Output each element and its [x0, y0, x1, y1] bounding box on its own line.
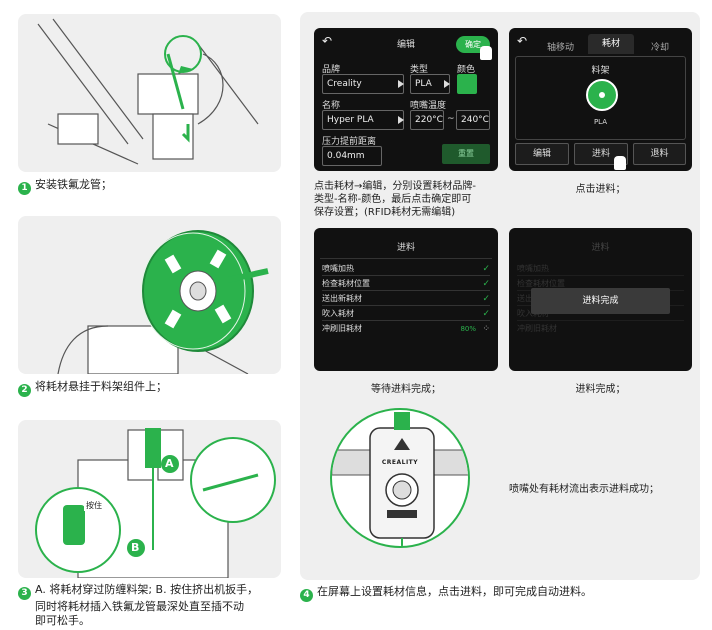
nozzle-caption: 喷嘴处有耗材流出表示进料成功； — [509, 484, 659, 495]
hand-pointer-icon — [614, 156, 626, 170]
progress-percent: 80% — [460, 325, 476, 333]
pressure-field[interactable]: 0.04mm — [322, 146, 382, 166]
press-label: 按住 — [84, 500, 104, 511]
creality-logo-text: CREALITY — [381, 459, 419, 466]
illustration-insert-filament: A B 按住 — [18, 420, 281, 578]
spool-icon[interactable] — [586, 79, 618, 111]
load-complete-popup[interactable]: 进料完成 — [531, 288, 670, 314]
illustration-install-ptfe-tube — [18, 14, 281, 172]
step-number-badge: 3 — [18, 586, 31, 600]
extruder-illustration — [35, 428, 276, 578]
brand-field[interactable]: Creality — [322, 74, 404, 94]
caption-progress: 等待进料完成； — [371, 384, 441, 395]
color-label: 颜色 — [457, 65, 476, 75]
type-arrow-icon[interactable] — [444, 80, 450, 88]
progress-row-check: 检查耗材位置✓ — [322, 279, 490, 291]
progress-title: 进料 — [396, 243, 415, 253]
step-number-badge: 4 — [300, 588, 313, 602]
caption-filament: 点击进料； — [575, 184, 626, 195]
temp-label: 喷嘴温度 — [410, 101, 447, 111]
temp-max-field[interactable]: 240°C — [456, 110, 490, 130]
progress-row-heat: 喷嘴加热✓ — [322, 264, 490, 276]
edit-button[interactable]: 编辑 — [515, 143, 569, 165]
tab-axis-move[interactable]: 轴移动 — [547, 43, 575, 53]
done-title: 进料 — [591, 243, 610, 253]
label-a: A — [165, 457, 174, 470]
temp-min-field[interactable]: 220°C — [410, 110, 444, 130]
unload-button[interactable]: 退料 — [633, 143, 686, 165]
illustration-hang-spool — [18, 216, 281, 374]
back-icon[interactable]: ↶ — [517, 34, 528, 48]
step-number-badge: 1 — [18, 181, 31, 195]
reset-button[interactable]: 重置 — [442, 144, 490, 164]
name-field[interactable]: Hyper PLA — [322, 110, 404, 130]
check-icon: ✓ — [482, 294, 490, 304]
progress-row-blow: 吹入耗材✓ — [322, 309, 490, 321]
color-swatch[interactable] — [457, 74, 477, 94]
spool-label: PLA — [593, 118, 608, 126]
name-label: 名称 — [322, 101, 341, 111]
check-icon: ✓ — [482, 309, 490, 319]
check-icon: ✓ — [482, 279, 490, 289]
brand-label: 品牌 — [322, 65, 341, 75]
progress-row-feed: 送出新耗材✓ — [322, 294, 490, 306]
step-number-badge: 2 — [18, 383, 31, 397]
rack-label: 料架 — [591, 66, 610, 76]
name-arrow-icon[interactable] — [398, 116, 404, 124]
label-b: B — [131, 541, 140, 554]
label-a-marker — [161, 455, 179, 473]
extruder-head-drawing — [332, 412, 468, 546]
pressure-label: 压力提前距离 — [322, 137, 377, 147]
spinner-icon: ⁘ — [482, 324, 490, 334]
caption-edit: 点击耗材→编辑，分别设置耗材品牌- 类型-名称-颜色，最后点击确定即可 保存设置… — [314, 181, 476, 218]
hand-pointer-icon — [480, 46, 492, 60]
spool-illustration — [57, 230, 269, 374]
screen-load-complete: 进料 喷嘴加热 检查耗材位置 送出新耗材 吹入耗材 冲刷旧耗材 进料完成 — [509, 228, 692, 371]
screen-filament: ↶ 轴移动 耗材 冷却 料架 PLA 编辑 进料 退料 — [509, 28, 692, 171]
nozzle-illustration: CREALITY — [330, 408, 470, 548]
label-b-marker — [127, 539, 145, 557]
type-label: 类型 — [410, 65, 429, 75]
brand-arrow-icon[interactable] — [398, 80, 404, 88]
back-icon[interactable]: ↶ — [322, 34, 333, 48]
screen-edit-filament: ↶ 编辑 确定 品牌 Creality 类型 PLA 颜色 名称 Hyper P… — [314, 28, 498, 171]
temp-separator: ~ — [447, 114, 455, 124]
edit-title: 编辑 — [396, 40, 415, 50]
done-row-heat: 喷嘴加热 — [517, 262, 684, 276]
check-icon: ✓ — [482, 264, 490, 274]
tab-cooling[interactable]: 冷却 — [651, 43, 670, 53]
tab-filament[interactable]: 耗材 — [588, 34, 634, 54]
printer-top-illustration — [37, 18, 259, 165]
rack-box: 料架 PLA — [515, 56, 686, 140]
done-row-purge: 冲刷旧耗材 — [517, 324, 557, 333]
caption-done: 进料完成； — [575, 384, 626, 395]
